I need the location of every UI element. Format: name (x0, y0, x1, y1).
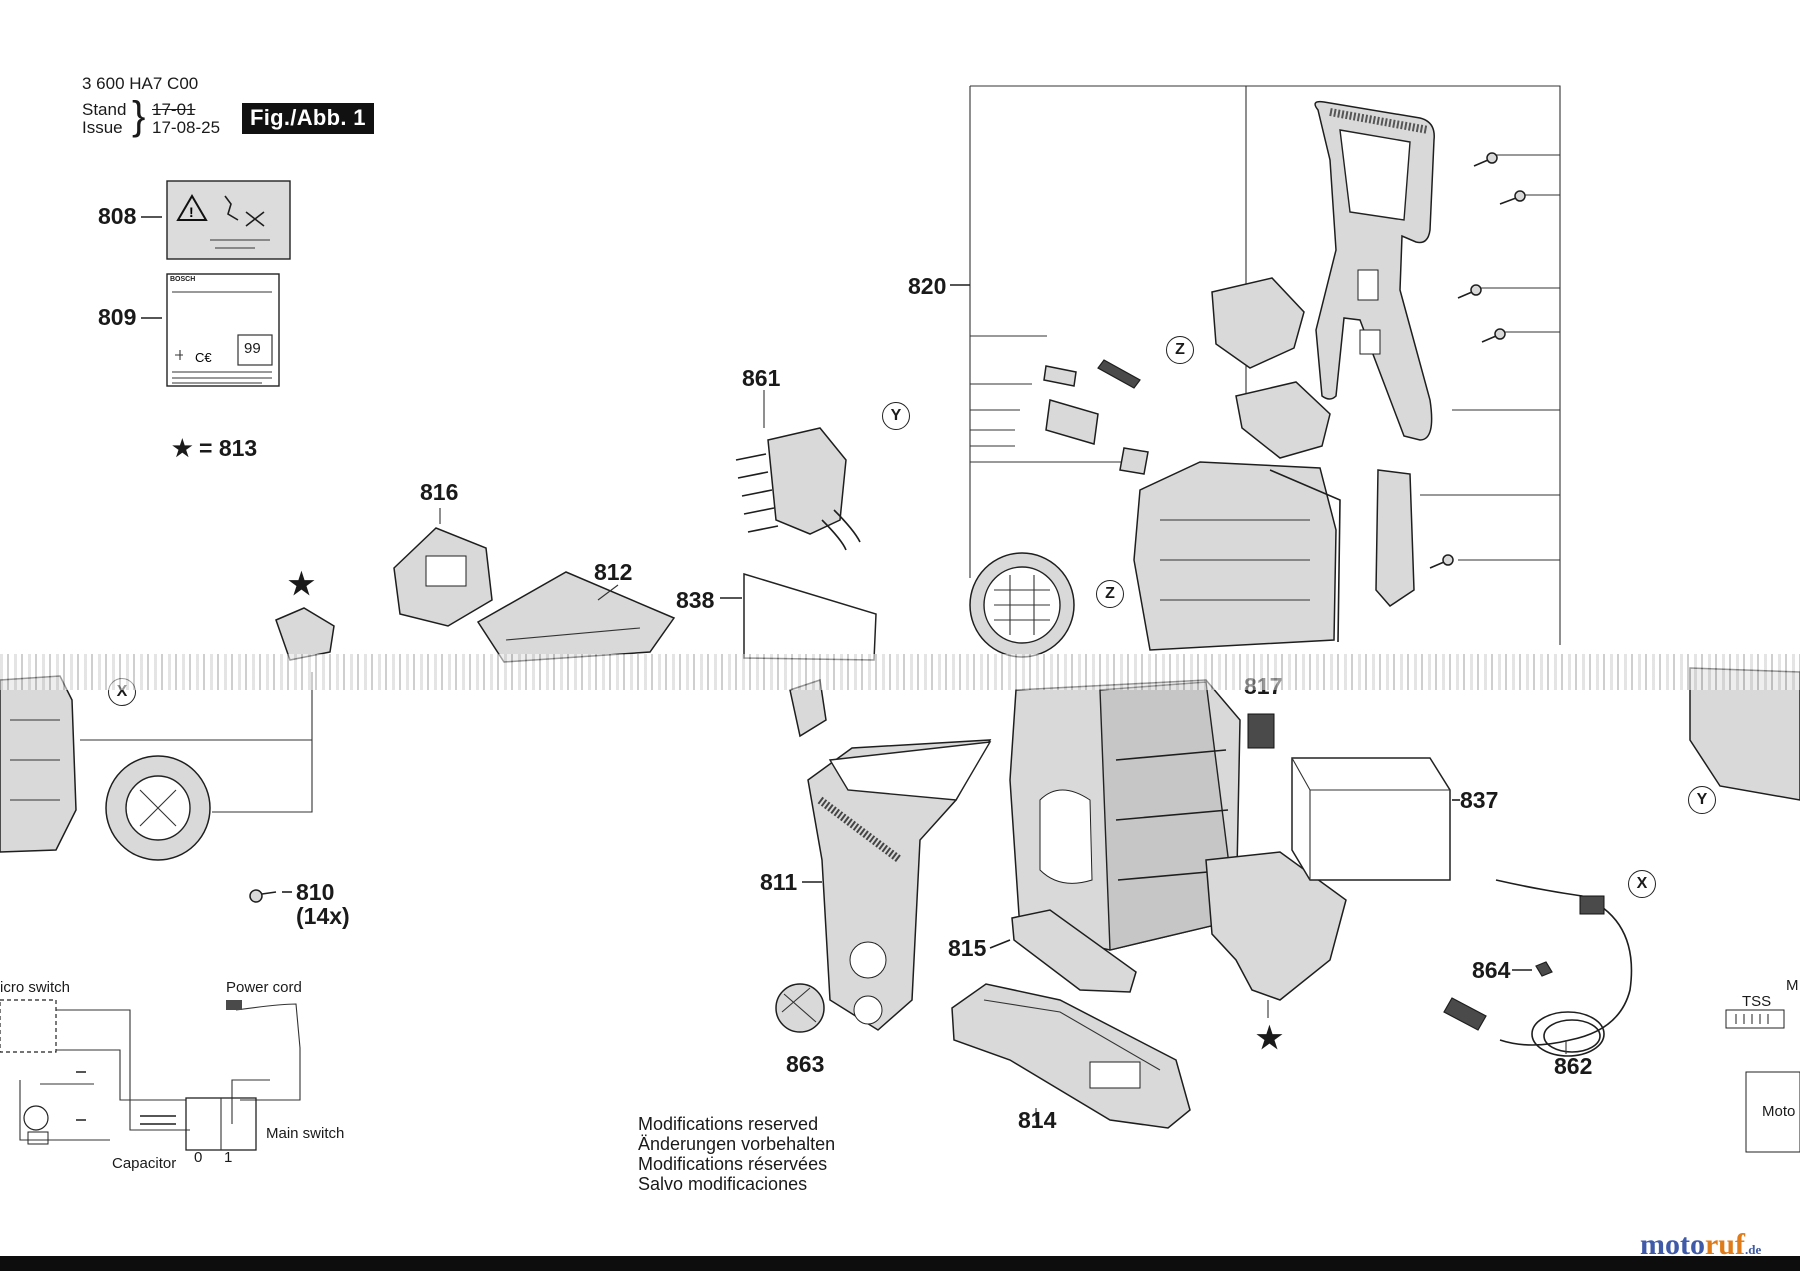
left-housing-icon (0, 675, 211, 861)
micro-switch-label: icro switch (0, 979, 71, 996)
marker-z-mid: Z (1096, 580, 1124, 608)
connector-864-icon (1535, 961, 1553, 977)
clip-upper-icon (1211, 277, 1305, 369)
main-switch-label: Main switch (266, 1125, 345, 1142)
modifications-es: Salvo modificaciones (638, 1174, 808, 1194)
frame-housing-icon (1133, 461, 1341, 651)
star-legend-text: = 813 (199, 435, 258, 461)
scan-artifact-band (0, 654, 1800, 690)
figure-badge: Fig./Abb. 1 (242, 103, 374, 134)
marker-y-right: Y (1688, 786, 1716, 814)
stand-value: 17-01 (152, 100, 196, 119)
panel-838-icon (743, 572, 877, 661)
power-cord-icon (1443, 879, 1633, 1057)
part-label-861: 861 (742, 365, 781, 391)
modifications-en: Modifications reserved (638, 1114, 819, 1134)
marker-y-top: Y (882, 402, 910, 430)
issue-value: 17-08-25 (152, 118, 221, 137)
wiring-diagram (0, 999, 301, 1151)
modifications-fr: Modifications réservées (638, 1154, 828, 1174)
central-housing-icon (1009, 679, 1241, 951)
document-number: 3 600 HA7 C00 (82, 74, 199, 93)
front-cover-icon (807, 739, 992, 1031)
part-label-810: 810 (296, 879, 335, 905)
modifications-de: Änderungen vorbehalten (638, 1134, 836, 1154)
part-label-820: 820 (908, 273, 947, 299)
clip-lower-icon (1235, 381, 1331, 459)
part-label-837: 837 (1460, 787, 1499, 813)
stand-label: Stand (82, 100, 127, 119)
motor-label: Moto (1762, 1103, 1796, 1120)
foam-block-icon (1291, 757, 1451, 881)
base-tray-icon (951, 983, 1191, 1129)
part-label-810-qty: (14x) (296, 903, 350, 929)
wheel-right-icon (969, 552, 1075, 658)
knob-icon (775, 983, 825, 1033)
switch-817-icon (1247, 713, 1275, 749)
part-label-811: 811 (760, 869, 798, 895)
switch-pos-1: 1 (224, 1149, 233, 1166)
part-label-864: 864 (1472, 957, 1511, 983)
trim-815-icon (1011, 909, 1137, 993)
brace-icon: } (132, 94, 146, 138)
part-label-812: 812 (594, 559, 633, 585)
bottom-bar (0, 1256, 1800, 1271)
pump-motor-icon (735, 427, 861, 551)
switch-pos-0: 0 (194, 1149, 203, 1166)
watermark-logo: motoruf.de (1640, 1228, 1762, 1261)
label-brand-text: BOSCH (170, 276, 196, 283)
issue-label: Issue (82, 118, 123, 137)
part-label-862: 862 (1554, 1053, 1593, 1079)
bracket-star-icon (275, 607, 335, 661)
star-marker-right: ★ (1256, 1022, 1283, 1055)
part-label-816: 816 (420, 479, 459, 505)
part-label-838: 838 (676, 587, 715, 613)
bracket-icon (1375, 469, 1415, 607)
panel-812-icon (476, 571, 676, 663)
marker-z-top: Z (1166, 336, 1194, 364)
handle-icon (1314, 100, 1435, 441)
svg-text:C€: C€ (195, 350, 212, 365)
screw-icons (1429, 152, 1526, 569)
modifications-note: Modifications reserved Änderungen vorbeh… (638, 1114, 835, 1194)
switch-assembly-icon (1043, 359, 1149, 475)
part-label-815: 815 (948, 935, 987, 961)
marker-x-right: X (1628, 870, 1656, 898)
warning-label-icon: ! (166, 180, 291, 260)
m-label: M (1786, 977, 1799, 994)
star-legend: ★ = 813 (172, 436, 257, 461)
tss-label: TSS (1742, 993, 1772, 1010)
part-label-808: 808 (98, 203, 137, 229)
tss-motor-diagram (1725, 1009, 1800, 1153)
svg-text:!: ! (189, 204, 194, 220)
star-marker-left: ★ (288, 568, 315, 601)
star-icon: ★ (172, 435, 200, 461)
part-label-814: 814 (1018, 1107, 1057, 1133)
label-rating-text: 99 (244, 340, 261, 357)
screw-810-icon (249, 889, 277, 903)
capacitor-label: Capacitor (112, 1155, 177, 1172)
rating-label-icon: C€ (166, 273, 280, 387)
power-cord-label: Power cord (226, 979, 302, 996)
part-label-863: 863 (786, 1051, 825, 1077)
motor-cover-icon (393, 527, 493, 627)
part-label-809: 809 (98, 304, 137, 330)
